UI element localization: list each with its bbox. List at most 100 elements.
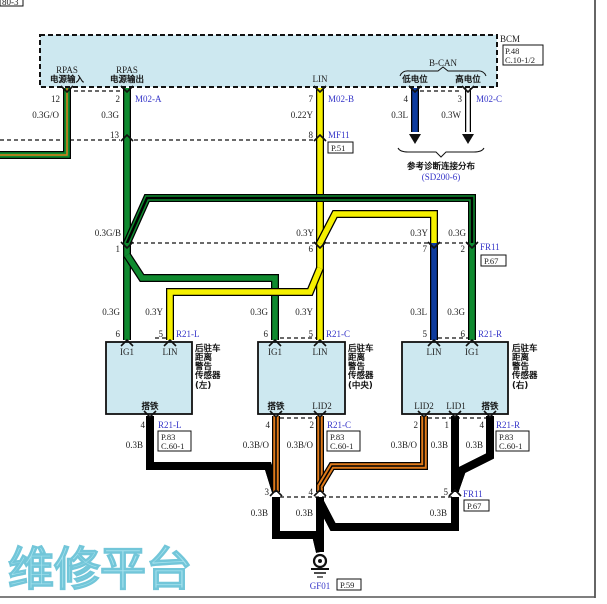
bcm-module[interactable] bbox=[39, 34, 498, 88]
pin-number: 3 bbox=[265, 487, 270, 497]
sensor-name: 距离 bbox=[512, 352, 530, 363]
sensor-left[interactable]: 6 5 R21-L IG1 LIN 搭铁 后驻车 距离 警告 传感器 (左) 4… bbox=[105, 329, 221, 452]
wire-spec: 0.3B bbox=[296, 508, 313, 518]
r21l-ref-box[interactable] bbox=[157, 430, 192, 452]
fr11-bottom-ref: P.67 bbox=[467, 501, 481, 511]
connector-r21l[interactable]: R21-L bbox=[158, 420, 182, 430]
pin-12-icon[interactable] bbox=[60, 85, 74, 94]
sensor-name: 警告 bbox=[195, 361, 213, 372]
fr11-pin-4-icon[interactable] bbox=[313, 488, 327, 497]
wire-spec: 0.3Y bbox=[295, 307, 313, 317]
pin-icon[interactable] bbox=[448, 410, 462, 419]
sensor-right[interactable]: 5 6 R21-R LIN IG1 LID2 LID1 搭铁 后驻车 距离 警告… bbox=[391, 329, 538, 452]
connector-r21r[interactable]: R21-R bbox=[496, 420, 520, 430]
pin-icon[interactable] bbox=[313, 410, 327, 419]
wire-spec: 0.3G bbox=[250, 307, 268, 317]
fr11-bottom-ref-box[interactable] bbox=[463, 499, 490, 512]
fr11-pin-1-icon[interactable] bbox=[120, 241, 134, 250]
wire-spec: 0.3B/O bbox=[287, 440, 314, 450]
wire-outline bbox=[272, 497, 324, 553]
pin-icon[interactable] bbox=[143, 410, 157, 419]
ground-gf01[interactable]: GF01 bbox=[310, 581, 331, 591]
pin-icon[interactable] bbox=[427, 338, 441, 347]
pin-2-icon[interactable] bbox=[120, 85, 134, 94]
diag-ref-code[interactable]: (SD200-6) bbox=[422, 172, 461, 182]
fr11-pin-3-icon[interactable] bbox=[269, 488, 283, 497]
pin-number: 6 bbox=[461, 329, 466, 339]
connector-fr11[interactable]: FR11 bbox=[463, 489, 483, 499]
pin-number: 7 bbox=[423, 244, 428, 254]
sensor-name: 后驻车 bbox=[195, 343, 221, 354]
ground-ref-box[interactable] bbox=[336, 578, 362, 591]
bcm-name: BCM bbox=[500, 34, 520, 44]
sensor-name: 距离 bbox=[195, 352, 213, 363]
r21r-ref-box[interactable] bbox=[495, 430, 530, 452]
fr11-pin-2-icon[interactable] bbox=[465, 241, 479, 250]
sensor-left-box[interactable] bbox=[105, 341, 193, 415]
sensor-center[interactable]: 6 5 R21-C IG1 LIN 搭铁 LID2 后驻车 距离 警告 传感器 … bbox=[243, 329, 374, 452]
fr11-pin-5-icon[interactable] bbox=[448, 488, 462, 497]
pin-number: 4 bbox=[266, 420, 271, 430]
pin-number: 2 bbox=[461, 244, 466, 254]
pin-icon[interactable] bbox=[269, 410, 283, 419]
pin-3-icon[interactable] bbox=[461, 85, 475, 94]
ground-ref: P.59 bbox=[340, 580, 354, 590]
connector-m02a[interactable]: M02-A bbox=[135, 94, 162, 104]
wire-yellow-loop bbox=[317, 211, 437, 245]
pin-rpas-out-top: RPAS bbox=[116, 65, 138, 75]
connector-r21c[interactable]: R21-C bbox=[327, 420, 351, 430]
wire-green-center-ig1 bbox=[124, 253, 278, 340]
connector-m02b[interactable]: M02-B bbox=[328, 94, 354, 104]
pin-label: LIN bbox=[427, 347, 442, 357]
connector-r21l[interactable]: R21-L bbox=[176, 329, 200, 339]
wire-spec: 0.3B bbox=[431, 440, 448, 450]
connector-r21r[interactable]: R21-R bbox=[478, 329, 502, 339]
wire-spec: 0.3G bbox=[448, 228, 466, 238]
pin-icon[interactable] bbox=[417, 410, 431, 419]
pin-icon[interactable] bbox=[268, 338, 282, 347]
pin-4-icon[interactable] bbox=[408, 85, 422, 94]
wire-outline bbox=[123, 252, 279, 340]
ref-conn: C.60-1 bbox=[499, 441, 522, 451]
pin-icon[interactable] bbox=[120, 338, 134, 347]
ref-conn: C.60-1 bbox=[161, 441, 184, 451]
sensor-right-box[interactable] bbox=[401, 341, 509, 415]
pin-icon[interactable] bbox=[465, 338, 479, 347]
sensor-center-box[interactable] bbox=[257, 341, 346, 415]
mf11-ref-box[interactable] bbox=[327, 141, 354, 154]
pin-rpas-out-bottom: 电源输出 bbox=[110, 74, 144, 85]
connector-r21c[interactable]: R21-C bbox=[326, 329, 350, 339]
connector-mf11[interactable]: MF11 bbox=[328, 130, 350, 140]
pin-rpas-in-top: RPAS bbox=[56, 65, 78, 75]
pin-icon[interactable] bbox=[163, 338, 177, 347]
wire-spec: 0.3L bbox=[391, 110, 408, 120]
pin-icon[interactable] bbox=[483, 410, 497, 419]
bcm-ref-box[interactable] bbox=[502, 44, 544, 66]
fr11-pin-7-icon[interactable] bbox=[427, 241, 441, 250]
arrow-down-icon bbox=[409, 134, 421, 144]
wire-spec: 0.22Y bbox=[291, 110, 314, 120]
ref-page: P.83 bbox=[499, 432, 513, 442]
connector-m02c[interactable]: M02-C bbox=[476, 94, 502, 104]
fr11-pin-6-icon[interactable] bbox=[313, 241, 327, 250]
pin-number: 4 bbox=[309, 487, 314, 497]
r21c-ref-box[interactable] bbox=[326, 430, 361, 452]
pin-8-icon[interactable] bbox=[313, 133, 327, 142]
connector-fr11[interactable]: FR11 bbox=[480, 242, 500, 252]
pin-number: 12 bbox=[51, 94, 60, 104]
wire-stripe bbox=[125, 196, 474, 244]
pin-7-icon[interactable] bbox=[313, 85, 327, 94]
pin-lin-label: LIN bbox=[313, 74, 328, 84]
wire-black-fr11-5 bbox=[316, 497, 459, 531]
sensor-name: 警告 bbox=[512, 361, 530, 372]
ref-conn: C.60-1 bbox=[330, 441, 353, 451]
pin-icon[interactable] bbox=[313, 338, 327, 347]
wire-spec: 0.3Y bbox=[296, 228, 314, 238]
wire-spec: 0.3L bbox=[410, 307, 427, 317]
pin-number: 5 bbox=[309, 329, 314, 339]
pin-13-icon[interactable] bbox=[120, 133, 134, 142]
fr11-top-ref-box[interactable] bbox=[480, 254, 507, 267]
pin-number: 2 bbox=[414, 420, 419, 430]
pin-rpas-in-bottom: 电源输入 bbox=[50, 74, 85, 85]
pin-number: 4 bbox=[141, 420, 146, 430]
